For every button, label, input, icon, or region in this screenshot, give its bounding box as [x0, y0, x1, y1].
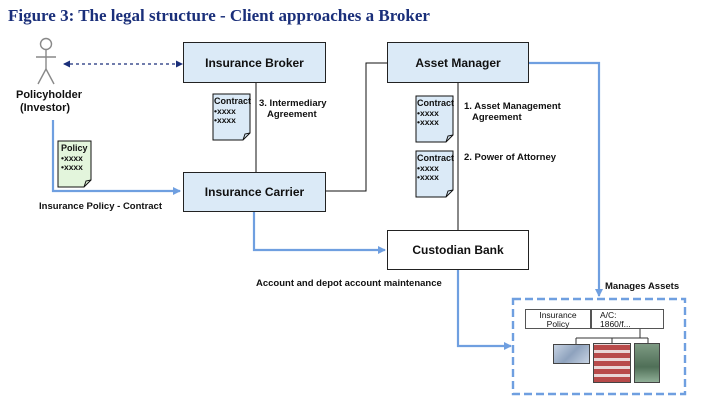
managed-assets-container — [511, 297, 687, 396]
contract-1-document-shape — [212, 93, 251, 141]
bond-certificate-image — [553, 344, 590, 364]
contract-document-intermediary: Contract •xxxx •xxxx — [214, 96, 252, 126]
figure-title: Figure 3: The legal structure - Client a… — [8, 6, 430, 25]
carrier-custodian-arrow — [252, 212, 386, 254]
custodian-account-arrow — [456, 270, 512, 350]
policyholder-stick-figure — [36, 37, 56, 85]
manages-assets-label: Manages Assets — [605, 281, 680, 292]
contract-3-document-shape — [415, 150, 454, 198]
asset-management-agreement-label: 1. Asset Management Agreement — [464, 101, 561, 123]
carrier-asset-manager-line — [326, 62, 387, 192]
power-of-attorney-label: 2. Power of Attorney — [464, 152, 557, 163]
contract-2-document-shape — [415, 95, 454, 143]
policyholder-label: Policyholder (Investor) — [16, 89, 83, 114]
policyholder-carrier-arrow — [51, 120, 181, 195]
stock-certificate-image — [634, 343, 660, 383]
contract-document-power-of-attorney: Contract •xxxx •xxxx — [417, 153, 455, 183]
custodian-bank-box: Custodian Bank — [387, 230, 529, 270]
policy-document: Policy •xxxx •xxxx — [61, 143, 88, 173]
insurance-policy-account-box: Insurance Policy — [525, 309, 591, 329]
intermediary-agreement-label: 3. Intermediary Agreement — [259, 98, 327, 120]
account-number-box: A/C: 1860/f... — [591, 309, 664, 329]
contract-document-asset-management: Contract •xxxx •xxxx — [417, 98, 455, 128]
account-maintenance-label: Account and depot account maintenance — [256, 278, 442, 289]
insurance-broker-box: Insurance Broker — [183, 42, 326, 83]
insurance-policy-contract-label: Insurance Policy - Contract — [39, 201, 163, 212]
manages-assets-arrow — [529, 61, 603, 297]
asset-manager-box: Asset Manager — [387, 42, 529, 83]
policy-document-shape — [57, 140, 92, 188]
insurance-carrier-box: Insurance Carrier — [183, 172, 326, 212]
share-certificates-image — [593, 343, 631, 383]
